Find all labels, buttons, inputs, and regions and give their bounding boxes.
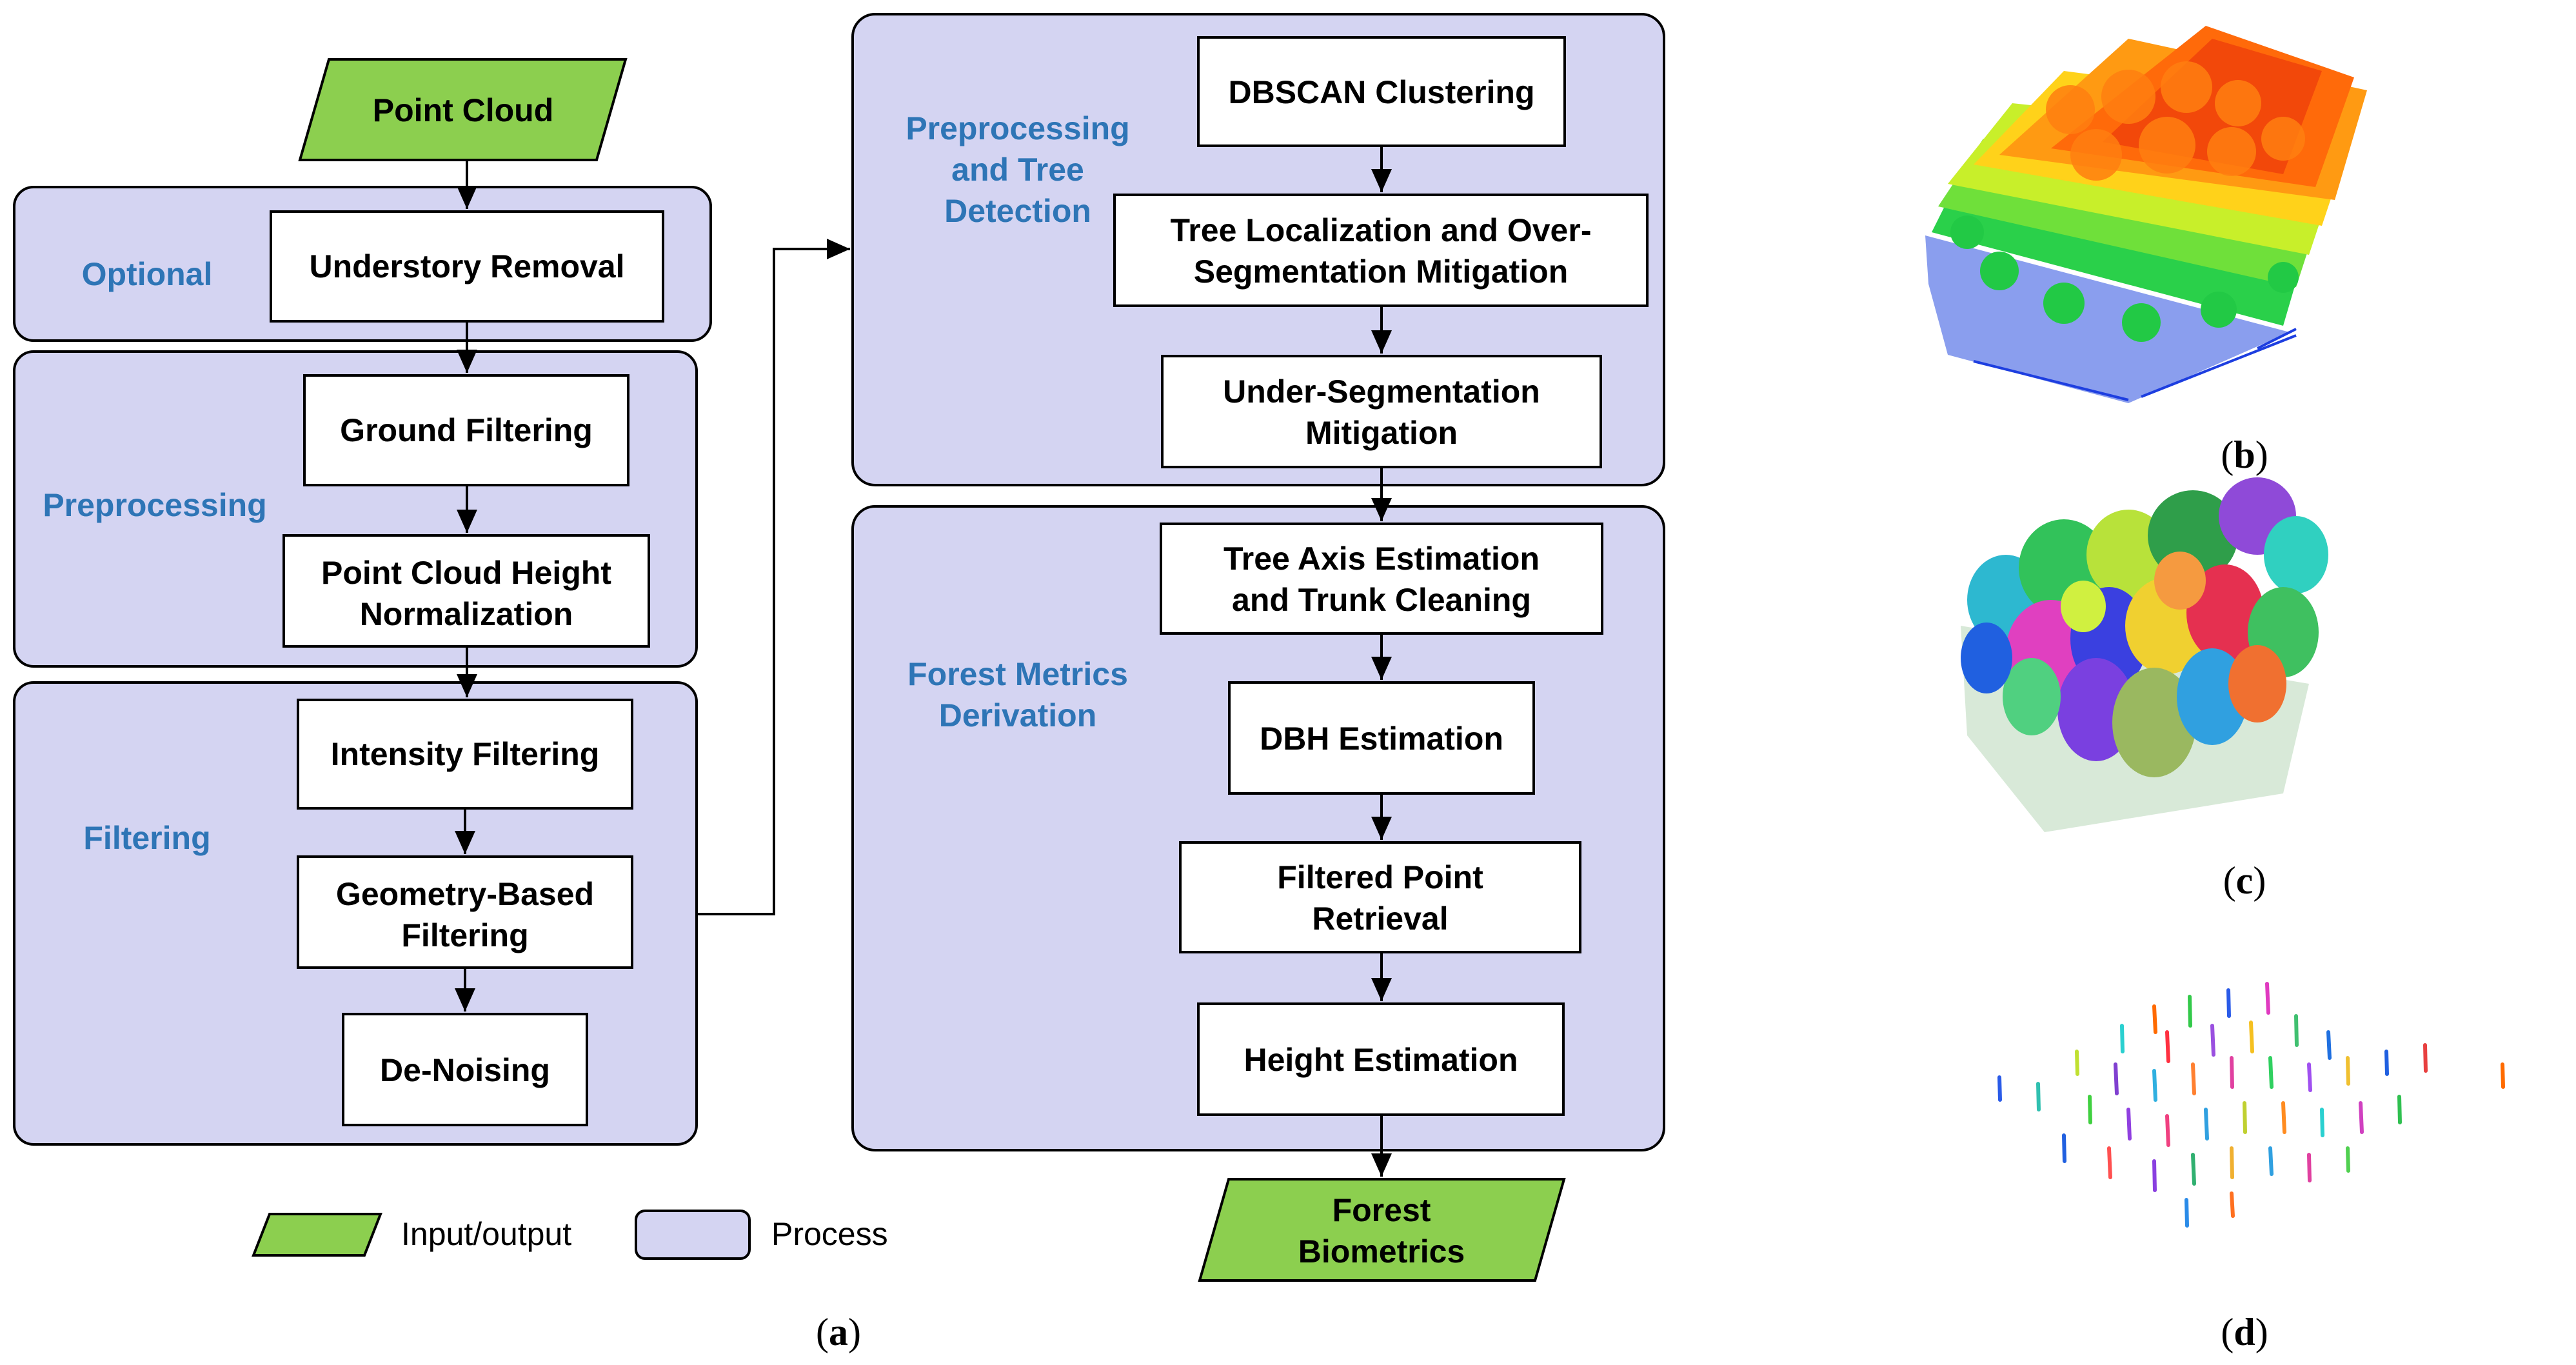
step-filtered-retrieval-line1: Filtered Point bbox=[1277, 859, 1483, 895]
step-geometry-filtering-line1: Geometry-Based bbox=[336, 876, 594, 912]
step-under-segmentation-line2: Mitigation bbox=[1305, 415, 1458, 451]
input-point-cloud-shape bbox=[298, 58, 628, 161]
step-tree-axis-line1: Tree Axis Estimation bbox=[1224, 541, 1540, 577]
panel-label-d: (d) bbox=[2221, 1311, 2268, 1353]
group-tree-detection-line1: Preprocessing bbox=[906, 110, 1129, 146]
step-filtered-retrieval bbox=[1179, 841, 1581, 953]
step-ground-filtering bbox=[303, 374, 629, 486]
step-filtered-retrieval-line2: Retrieval bbox=[1312, 901, 1448, 937]
group-optional-label: Optional bbox=[82, 256, 213, 292]
step-under-segmentation-line1: Under-Segmentation bbox=[1223, 374, 1540, 410]
step-tree-localization bbox=[1113, 194, 1649, 307]
group-forest-metrics-line1: Forest Metrics bbox=[907, 656, 1128, 692]
tree-stems-image bbox=[1997, 982, 2505, 1228]
legend-io-swatch bbox=[252, 1213, 382, 1257]
step-dbscan-label: DBSCAN Clustering bbox=[1228, 74, 1534, 110]
step-tree-localization-line2: Segmentation Mitigation bbox=[1194, 254, 1569, 290]
step-geometry-filtering-line2: Filtering bbox=[401, 917, 528, 953]
output-forest-biometrics-shape bbox=[1198, 1178, 1566, 1282]
step-dbscan bbox=[1197, 36, 1566, 147]
group-filtering-label: Filtering bbox=[83, 820, 210, 856]
group-forest-metrics-line2: Derivation bbox=[939, 697, 1097, 733]
step-tree-localization-line1: Tree Localization and Over- bbox=[1171, 212, 1592, 248]
group-tree-detection-line3: Detection bbox=[944, 193, 1091, 229]
step-geometry-filtering bbox=[297, 855, 633, 969]
group-forest-metrics bbox=[851, 505, 1665, 1151]
step-ground-filtering-label: Ground Filtering bbox=[340, 412, 593, 448]
step-under-segmentation bbox=[1161, 355, 1602, 468]
step-understory-removal bbox=[270, 210, 664, 323]
input-point-cloud-label: Point Cloud bbox=[373, 92, 554, 128]
point-cloud-segmented-image bbox=[1961, 477, 2328, 832]
panel-label-b: (b) bbox=[2221, 433, 2268, 476]
step-height-normalization-line2: Normalization bbox=[360, 596, 573, 632]
step-intensity-filtering-label: Intensity Filtering bbox=[331, 736, 600, 772]
step-tree-axis-line2: and Trunk Cleaning bbox=[1232, 582, 1531, 618]
point-cloud-height-image bbox=[1925, 26, 2367, 403]
arrow-filtering-to-tree-detection bbox=[697, 239, 850, 915]
output-forest-biometrics-line2: Biometrics bbox=[1298, 1233, 1465, 1270]
legend-process-label: Process bbox=[771, 1216, 888, 1252]
step-understory-removal-label: Understory Removal bbox=[309, 248, 624, 284]
panel-label-c: (c) bbox=[2223, 859, 2266, 902]
step-height-normalization-line1: Point Cloud Height bbox=[321, 555, 611, 591]
step-height-estimation-label: Height Estimation bbox=[1243, 1042, 1518, 1078]
step-denoising bbox=[342, 1013, 588, 1126]
step-denoising-label: De-Noising bbox=[380, 1052, 550, 1088]
legend-io-label: Input/output bbox=[401, 1216, 571, 1252]
step-dbh bbox=[1228, 681, 1535, 795]
step-height-estimation bbox=[1197, 1002, 1565, 1116]
legend-process-swatch bbox=[635, 1210, 751, 1260]
group-preprocessing-label: Preprocessing bbox=[43, 487, 266, 523]
output-forest-biometrics-line1: Forest bbox=[1333, 1192, 1431, 1228]
group-tree-detection-line2: and Tree bbox=[951, 152, 1084, 188]
panel-label-a: (a) bbox=[816, 1311, 861, 1353]
step-tree-axis bbox=[1160, 523, 1603, 635]
step-dbh-label: DBH Estimation bbox=[1260, 721, 1503, 757]
